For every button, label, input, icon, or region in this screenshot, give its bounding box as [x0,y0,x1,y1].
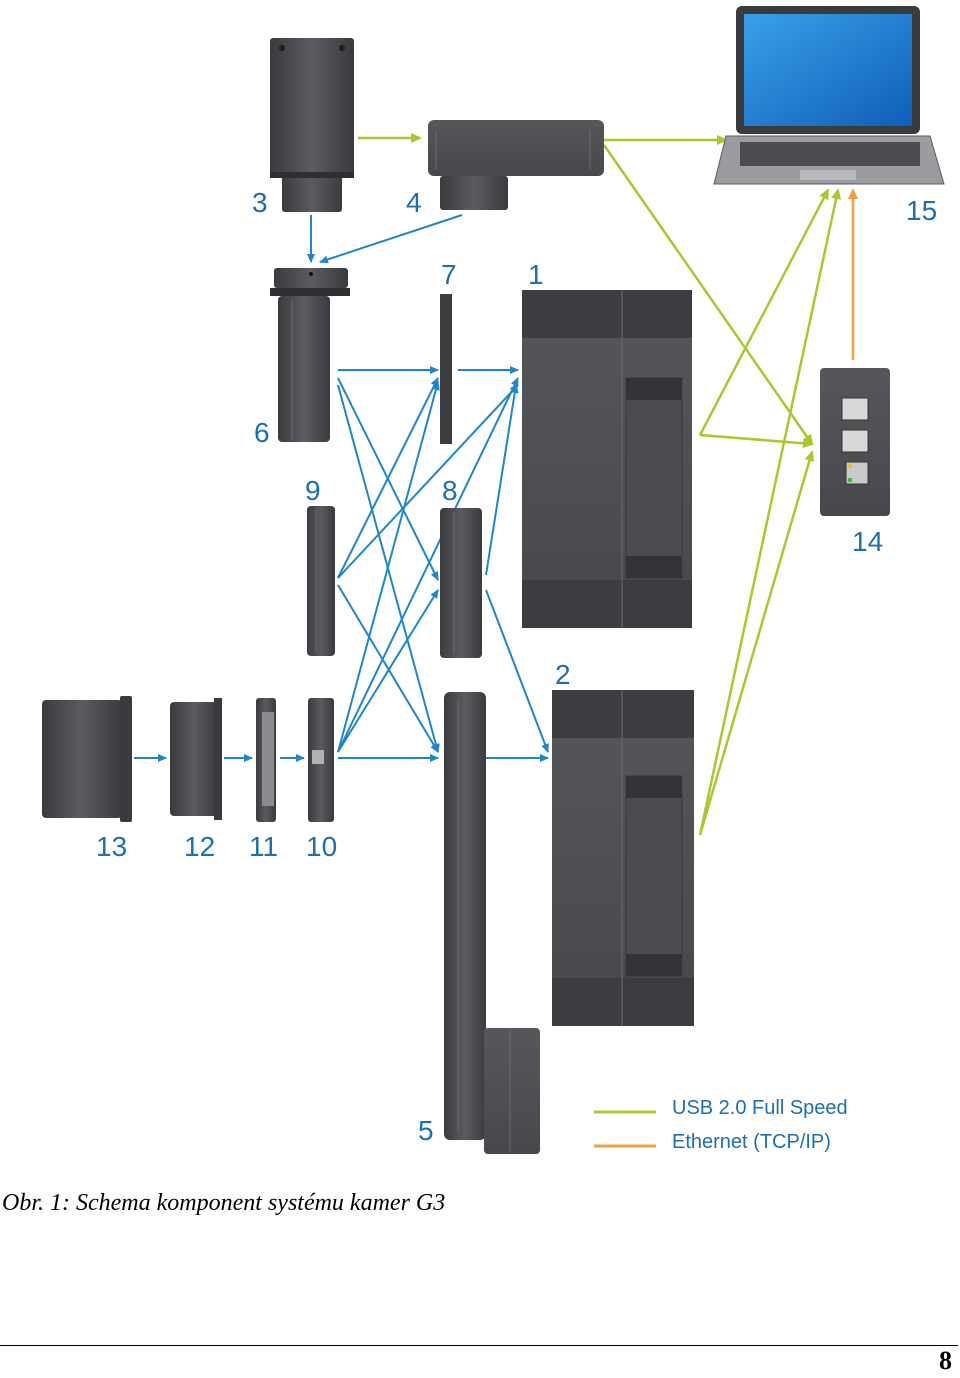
component-14-ethernet-adapter [820,368,890,516]
label-3: 3 [252,187,268,218]
label-12: 12 [184,831,215,862]
component-6-adapter [270,268,350,442]
component-schema-diagram: 1 2 3 4 5 6 7 8 9 10 11 12 13 14 15 USB … [42,6,945,1154]
component-1-camera [522,290,692,628]
component-4-camera [428,120,604,210]
legend: USB 2.0 Full Speed Ethernet (TCP/IP) [594,1097,848,1153]
legend-ethernet-label: Ethernet (TCP/IP) [672,1131,831,1153]
component-5-filter-wheel [444,692,540,1154]
component-11-ring [256,698,276,822]
label-10: 10 [306,831,337,862]
label-5: 5 [418,1115,434,1146]
label-7: 7 [441,259,457,290]
figure-caption: Obr. 1: Schema komponent systému kamer G… [2,1190,446,1216]
label-2: 2 [555,659,571,690]
usb-connections [358,133,842,836]
label-1: 1 [528,259,544,290]
component-9-ring [307,506,335,656]
label-13: 13 [96,831,127,862]
legend-usb-label: USB 2.0 Full Speed [672,1097,848,1119]
label-14: 14 [852,526,883,557]
component-10-ring [308,698,334,822]
page-number: 8 [939,1346,952,1375]
label-8: 8 [442,475,458,506]
component-15-laptop [713,6,945,185]
component-7-filter [440,294,452,444]
component-13-tube [42,696,132,822]
component-3-camera [270,38,354,212]
label-4: 4 [406,187,422,218]
footer-divider [0,1345,958,1346]
component-12-adapter [170,698,222,820]
label-11: 11 [249,831,278,862]
optical-paths [134,214,549,762]
label-9: 9 [305,475,321,506]
component-2-camera [552,690,694,1026]
label-15: 15 [906,195,937,226]
component-8-adapter [440,508,482,658]
label-6: 6 [254,417,270,448]
